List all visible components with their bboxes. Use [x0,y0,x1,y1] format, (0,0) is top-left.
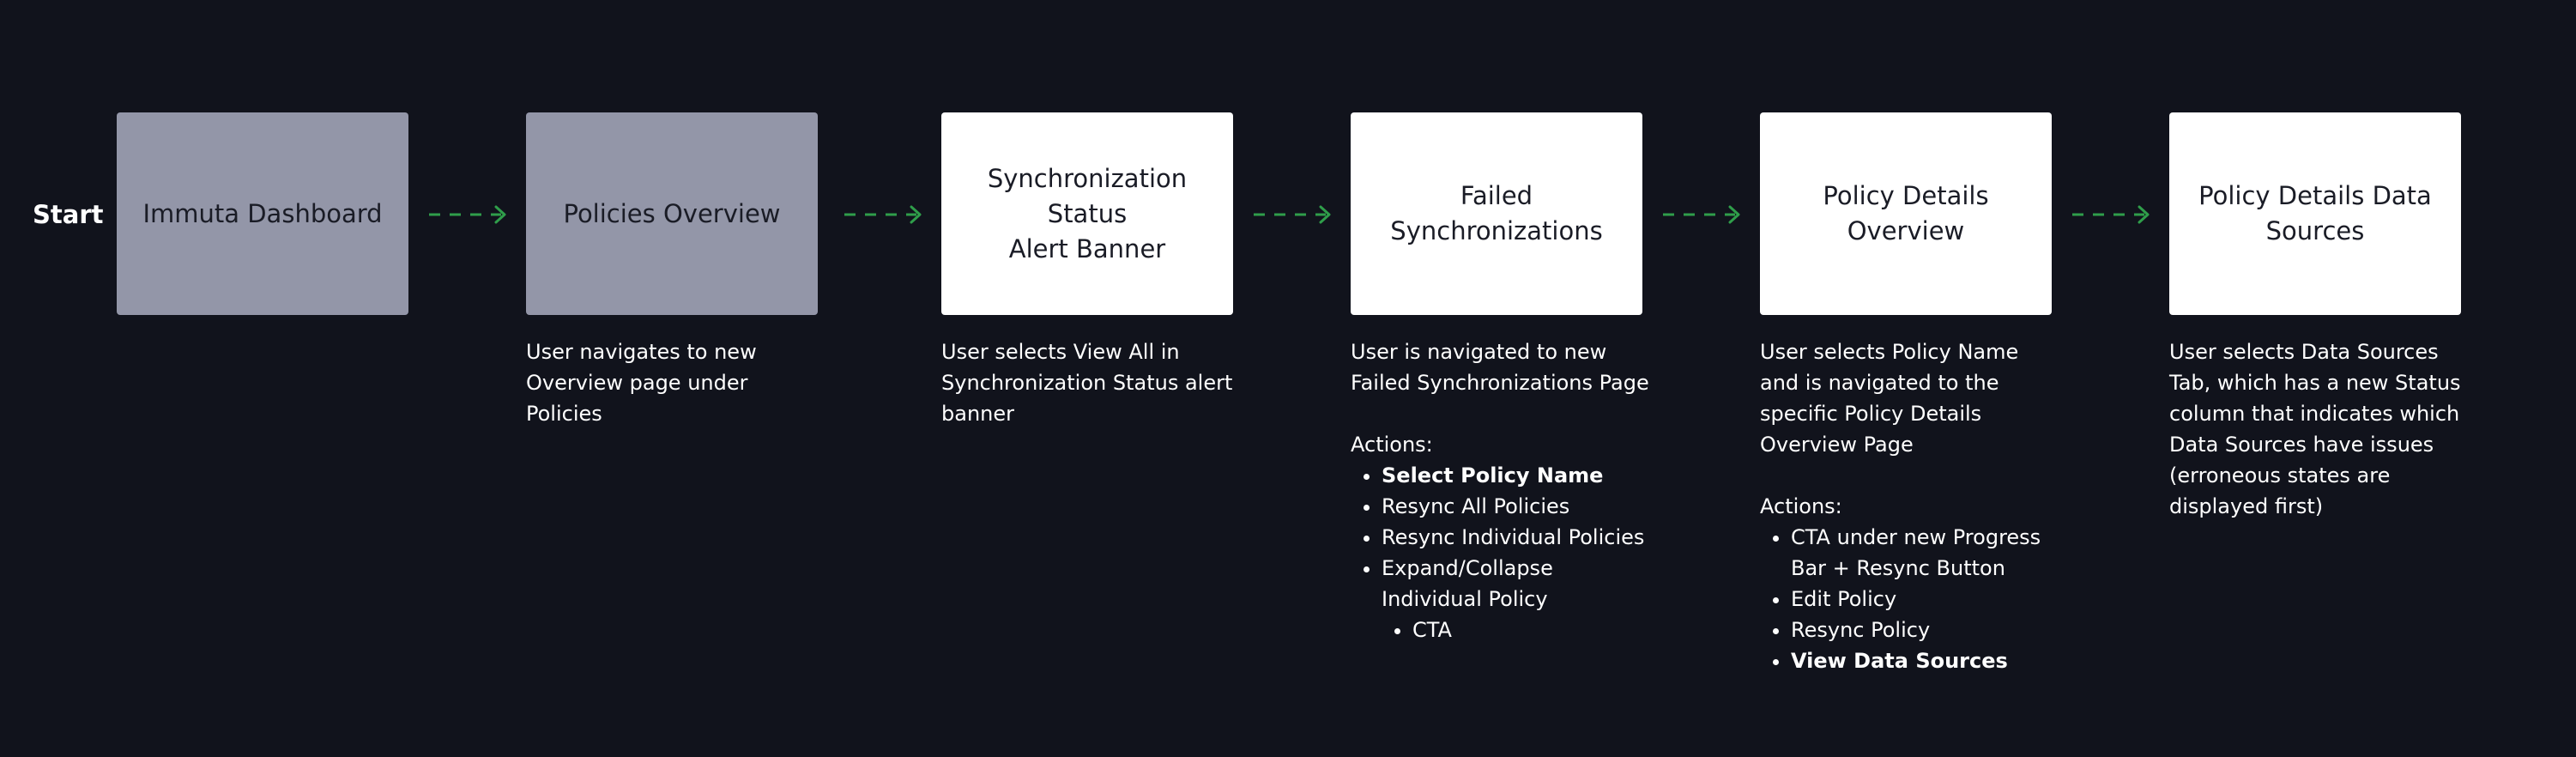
action-item: Resync Individual Policies [1382,522,1651,553]
description-text: User navigates to new Overview page unde… [526,340,757,426]
step-description-failed-synchronizations: User is navigated to new Failed Synchron… [1351,336,1651,645]
sub-action-item: CTA [1412,615,1651,645]
description-text: User selects Policy Name and is navigate… [1760,340,2019,457]
step-title: Policy Details Data Sources [2198,181,2432,245]
step-title: Policies Overview [563,198,781,228]
arrow-connector [429,205,506,224]
actions-heading: Actions: [1760,494,1842,518]
action-item: Expand/Collapse Individual Policy CTA [1382,553,1651,645]
arrow-connector [1663,205,1740,224]
description-text: User is navigated to new Failed Synchron… [1351,340,1649,395]
action-item: View Data Sources [1791,645,2060,676]
action-item-text: Expand/Collapse Individual Policy [1382,556,1553,611]
actions-list: Select Policy Name Resync All Policies R… [1351,460,1651,645]
action-item: CTA under new Progress Bar + Resync Butt… [1791,522,2060,584]
action-item: Edit Policy [1791,584,2060,615]
step-title: Failed Synchronizations [1390,181,1603,245]
description-text: User selects Data Sources Tab, which has… [2169,340,2461,518]
step-title: Synchronization Status Alert Banner [987,163,1188,263]
step-box-policy-details-data-sources[interactable]: Policy Details Data Sources [2169,112,2461,315]
actions-heading: Actions: [1351,433,1433,457]
sub-actions-list: CTA [1382,615,1651,645]
step-description-policies-overview: User navigates to new Overview page unde… [526,336,826,429]
step-description-policy-details-overview: User selects Policy Name and is navigate… [1760,336,2060,676]
step-title: Policy Details Overview [1823,181,1989,245]
step-box-policies-overview[interactable]: Policies Overview [526,112,818,315]
step-description-sync-status-banner: User selects View All in Synchronization… [941,336,1233,429]
arrow-connector [2072,205,2150,224]
step-box-sync-status-banner[interactable]: Synchronization Status Alert Banner [941,112,1233,315]
step-box-immuta-dashboard[interactable]: Immuta Dashboard [117,112,408,315]
step-title: Immuta Dashboard [142,198,383,228]
arrow-connector [1254,205,1331,224]
actions-list: CTA under new Progress Bar + Resync Butt… [1760,522,2060,676]
arrow-connector [844,205,922,224]
start-label: Start [33,200,104,229]
step-description-policy-details-data-sources: User selects Data Sources Tab, which has… [2169,336,2461,522]
action-item: Resync All Policies [1382,491,1651,522]
action-item: Resync Policy [1791,615,2060,645]
action-item: Select Policy Name [1382,460,1651,491]
step-box-policy-details-overview[interactable]: Policy Details Overview [1760,112,2052,315]
step-box-failed-synchronizations[interactable]: Failed Synchronizations [1351,112,1642,315]
description-text: User selects View All in Synchronization… [941,340,1233,426]
